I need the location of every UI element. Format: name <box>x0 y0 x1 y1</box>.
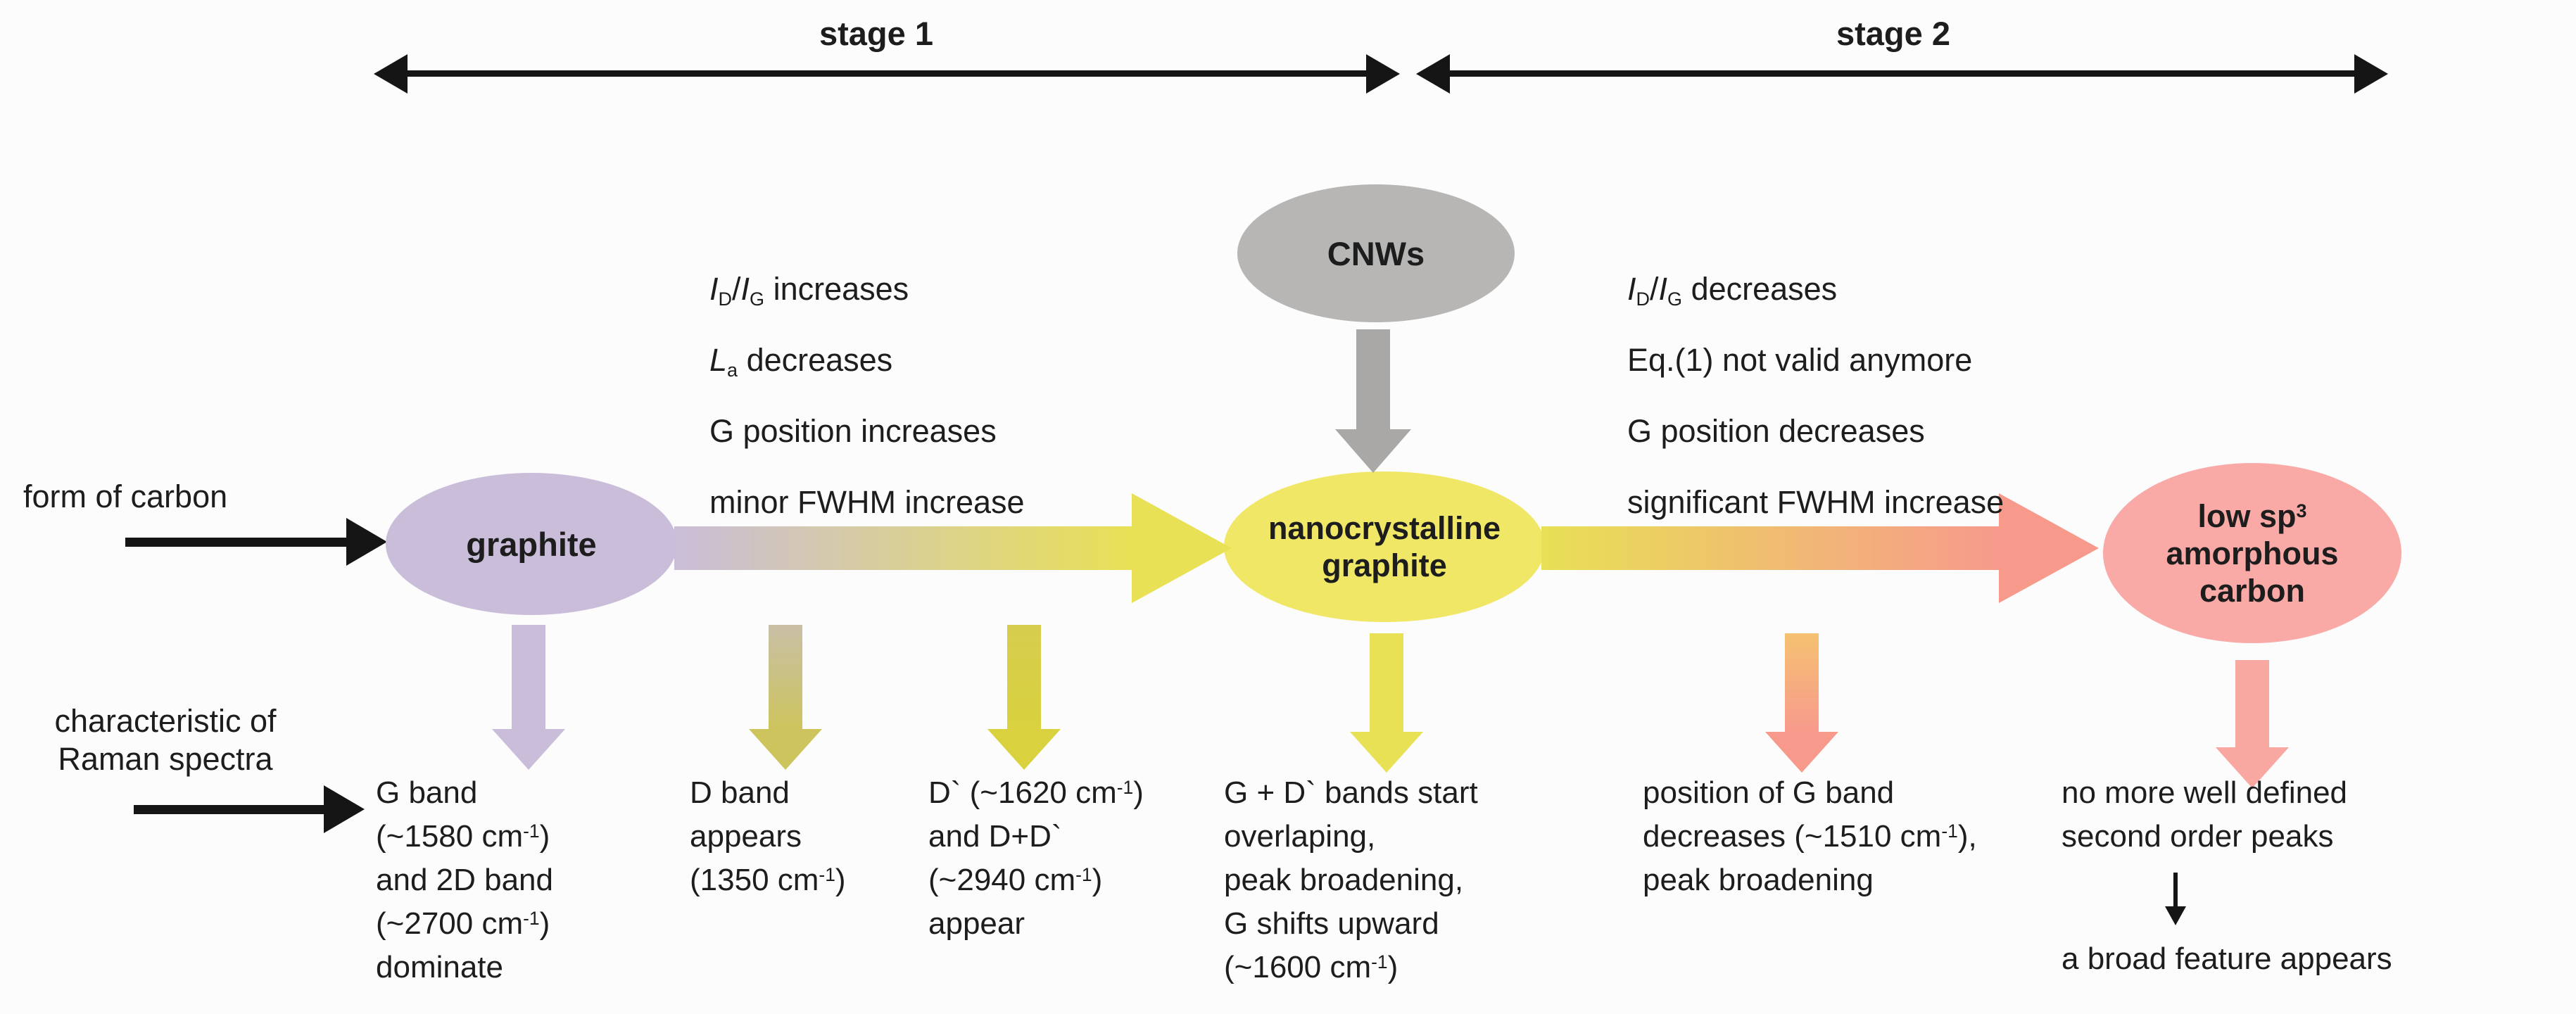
stage2-label: stage 2 <box>1836 15 1950 52</box>
arrowhead-right-icon <box>324 785 365 833</box>
gradient-arrow-stem <box>1541 526 1999 570</box>
arrow-stem <box>2173 873 2178 908</box>
note-broad-feature: a broad feature appears <box>2062 942 2392 976</box>
note-graphite-bands: G band(~1580 cm-1)and 2D band(~2700 cm-1… <box>376 775 553 984</box>
arrowhead-down-icon <box>749 729 822 770</box>
arrowhead-left-icon <box>1416 54 1450 94</box>
arrow-stem <box>512 625 545 729</box>
arrowhead-right-icon <box>1366 54 1400 94</box>
arrow-line <box>134 805 324 814</box>
node-cnws: CNWs <box>1237 184 1515 322</box>
arrow-stem <box>1370 633 1403 732</box>
arrowhead-down-icon <box>987 729 1061 770</box>
arrowhead-right-icon <box>1999 493 2099 603</box>
stage2-arrow-line <box>1437 70 2354 77</box>
form-of-carbon-label: form of carbon <box>23 479 228 514</box>
arrowhead-right-icon <box>346 518 387 566</box>
arrowhead-down-icon <box>1335 429 1411 473</box>
arrow-stem <box>2235 660 2269 747</box>
gradient-arrow-stem <box>674 526 1132 570</box>
arrow-stem <box>769 625 802 729</box>
arrow-line <box>125 538 346 547</box>
node-graphite: graphite <box>386 473 677 615</box>
arrowhead-right-icon <box>2354 54 2388 94</box>
stage1-label: stage 1 <box>819 15 933 52</box>
note-d-prime: D` (~1620 cm-1)and D+D`(~2940 cm-1)appea… <box>928 775 1144 941</box>
arrow-stem <box>1007 625 1041 729</box>
arrow-stem <box>1785 633 1819 732</box>
arrowhead-down-icon <box>1765 732 1838 773</box>
arrowhead-down-icon <box>2165 906 2186 925</box>
stage1-arrow-line <box>394 70 1369 77</box>
arrowhead-down-icon <box>492 729 565 770</box>
arrowhead-right-icon <box>1132 493 1232 603</box>
arrowhead-left-icon <box>374 54 408 94</box>
arrowhead-down-icon <box>1350 732 1423 773</box>
arrow-stem <box>1356 329 1390 429</box>
